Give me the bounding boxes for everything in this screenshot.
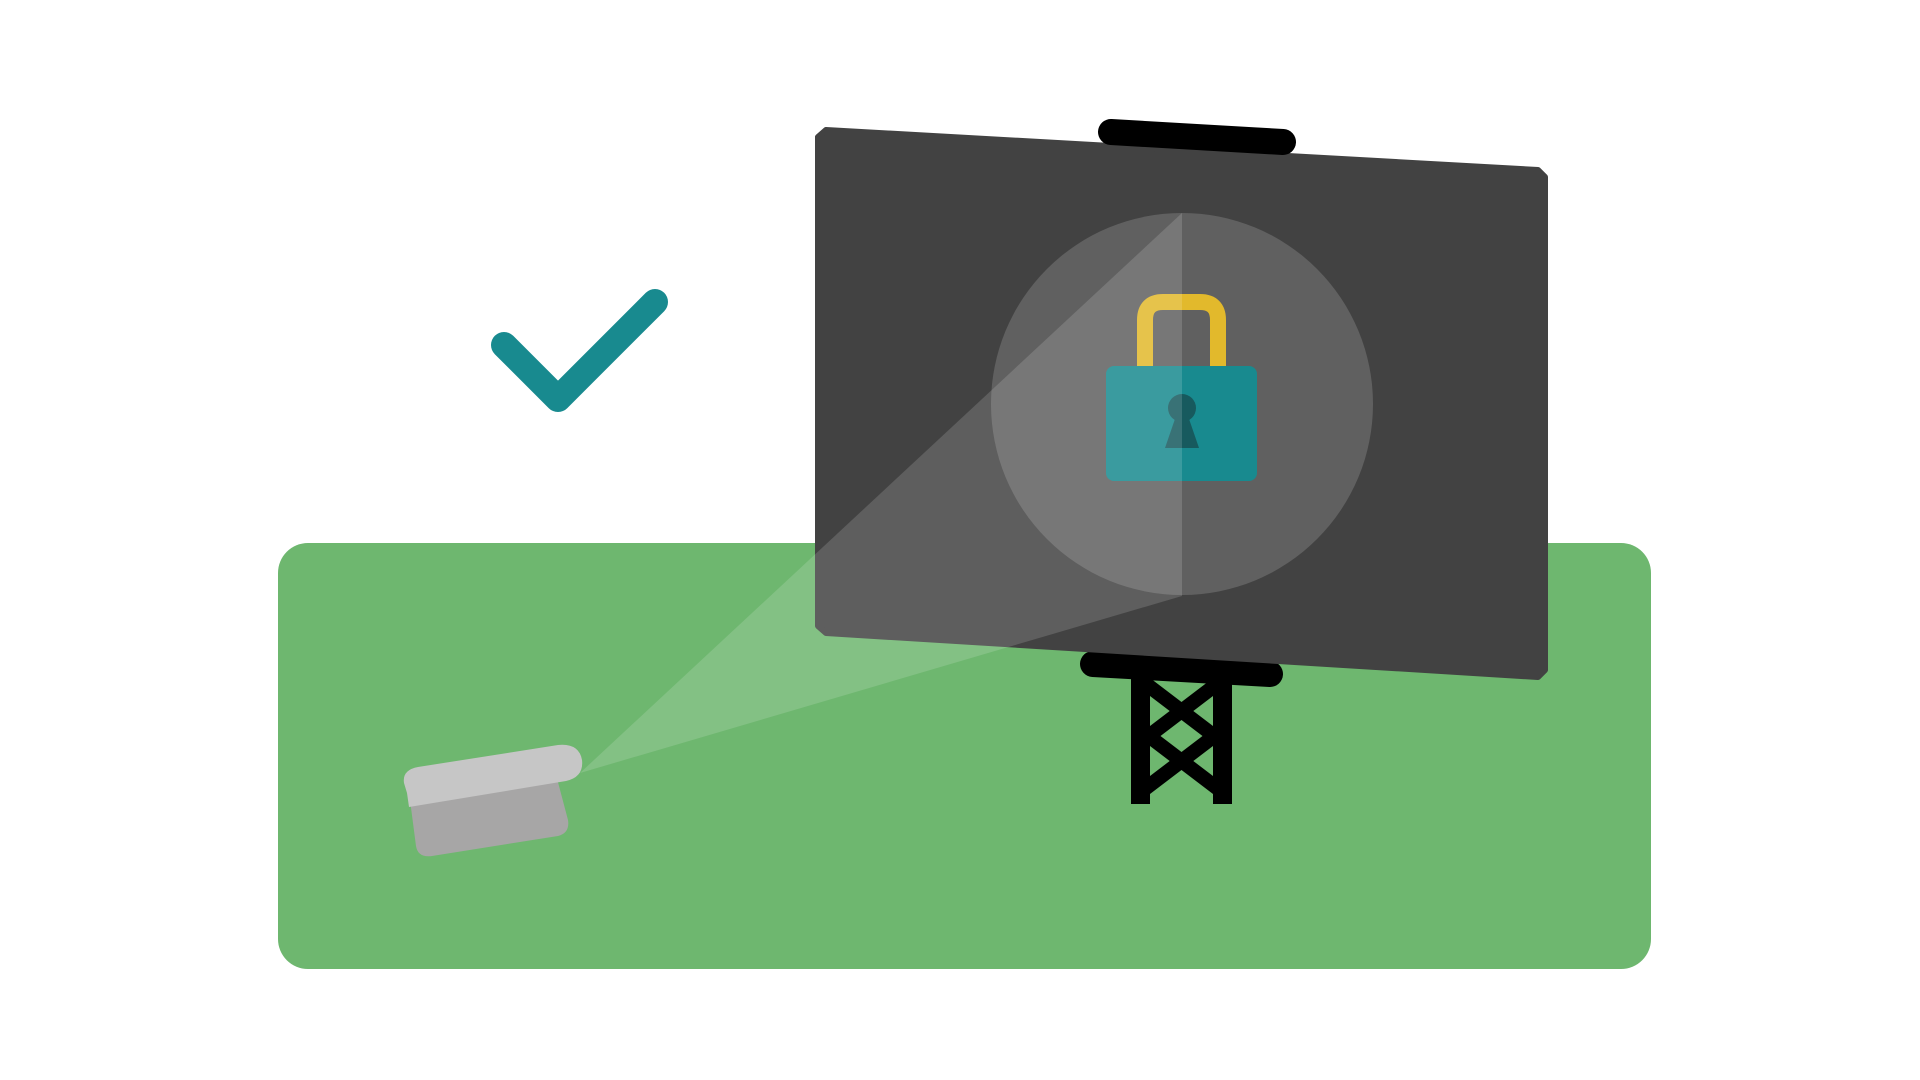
checkmark-icon <box>491 289 668 412</box>
projector-icon <box>403 744 583 857</box>
screen-bottom-mount <box>1080 651 1283 687</box>
screen-top-mount <box>1098 119 1296 155</box>
projection-beam <box>580 213 1182 773</box>
padlock-icon <box>1106 294 1257 481</box>
screen-stand <box>1131 663 1232 804</box>
